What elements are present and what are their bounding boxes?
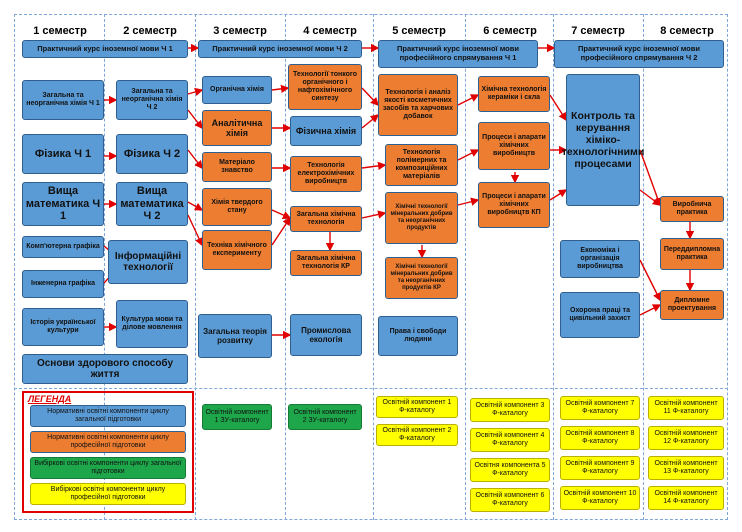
- electives-divider: [14, 388, 728, 389]
- legend-title: ЛЕГЕНДА: [28, 394, 72, 404]
- course-fine-synth: Технології тонкого органічного і нафтохі…: [288, 64, 362, 110]
- course-eng-graphics: Інженерна графіка: [22, 270, 104, 298]
- course-physics1: Фізика Ч 1: [22, 134, 104, 174]
- semester-header-5: 5 семестр: [392, 25, 446, 37]
- course-cosmetics: Технологія і аналіз якості косметичних з…: [378, 74, 458, 136]
- elective-f14: Освітній компонент 14 Ф-каталогу: [648, 486, 724, 510]
- course-chem2: Загальна та неорганічна хімія Ч 2: [116, 80, 188, 120]
- elective-f13: Освітній компонент 13 Ф-каталогу: [648, 456, 724, 480]
- semester-header-6: 6 семестр: [483, 25, 537, 37]
- course-lang-prof2: Практичний курс іноземної мови професійн…: [554, 40, 724, 68]
- legend-item-elective-professional: Вибіркові освітні компоненти циклу профе…: [30, 483, 186, 505]
- course-math1: Вища математика Ч 1: [22, 182, 104, 226]
- course-physics2: Фізика Ч 2: [116, 134, 188, 174]
- elective-zv1: Освітній компонент 1 ЗУ-каталогу: [202, 404, 272, 430]
- elective-f6: Освітній компонент 6 Ф-каталогу: [470, 488, 550, 512]
- course-electrochem: Технологія електрохімічних виробництв: [290, 156, 362, 192]
- course-fertilizers: Хімічні технології мінеральних добрив та…: [385, 192, 458, 244]
- course-polymers: Технологія полімерних та композиційних м…: [385, 144, 458, 186]
- semester-header-2: 2 семестр: [123, 25, 177, 37]
- course-gen-chem-tech: Загальна хімічна технологія: [290, 206, 362, 232]
- elective-f3: Освітній компонент 3 Ф-каталогу: [470, 398, 550, 422]
- course-materials: Матеріало знавство: [202, 152, 272, 182]
- semester-divider: [195, 14, 196, 520]
- semester-divider: [104, 14, 105, 520]
- course-apparatus-kp: Процеси і апарати хімічних виробництв КП: [478, 182, 550, 228]
- course-fertilizers-kr: Хімічні технології мінеральних добрив та…: [385, 257, 458, 299]
- elective-f7: Освітній компонент 7 Ф-каталогу: [560, 396, 640, 420]
- course-solid: Хімія твердого стану: [202, 188, 272, 226]
- semester-header-8: 8 семестр: [660, 25, 714, 37]
- semester-header-4: 4 семестр: [303, 25, 357, 37]
- course-ceramics: Хімічна технологія кераміки і скла: [478, 76, 550, 112]
- course-health: Основи здорового способу життя: [22, 354, 188, 384]
- course-culture: Культура мови та ділове мовлення: [116, 300, 188, 348]
- course-prediploma: Переддипломна практика: [660, 238, 724, 270]
- legend-item-general: Нормативні освітні компоненти циклу зага…: [30, 405, 186, 427]
- course-phys-chem: Фізична хімія: [290, 116, 362, 146]
- elective-f2: Освітній компонент 2 Ф-каталогу: [376, 424, 458, 446]
- semester-divider: [373, 14, 374, 520]
- diagram-frame: [14, 14, 728, 520]
- elective-f5: Освітня компонента 5 Ф-каталогу: [470, 458, 550, 482]
- course-comp-graphics: Комп'ютерна графіка: [22, 236, 104, 258]
- course-technique: Техніка хімічного експерименту: [202, 230, 272, 270]
- course-control: Контроль та керування хіміко-технологічн…: [562, 74, 644, 206]
- course-apparatus: Процеси і апарати хімічних виробництв: [478, 122, 550, 170]
- course-math2: Вища математика Ч 2: [116, 182, 188, 226]
- course-lang1: Практичний курс іноземної мови Ч 1: [22, 40, 188, 58]
- course-ecology: Промислова екологія: [290, 314, 362, 356]
- course-diploma: Дипломне проектування: [660, 290, 724, 320]
- course-rights: Права і свободи людини: [378, 316, 458, 356]
- elective-f4: Освітній компонент 4 Ф-каталогу: [470, 428, 550, 452]
- elective-f10: Освітній компонент 10 Ф-каталогу: [560, 486, 640, 510]
- course-it: Інформаційні технології: [108, 240, 188, 284]
- elective-f1: Освітній компонент 1 Ф-каталогу: [376, 396, 458, 418]
- semester-divider: [553, 14, 554, 520]
- course-chem1: Загальна та неорганічна хімія Ч 1: [22, 80, 104, 120]
- legend-item-professional: Нормативні освітні компоненти циклу проф…: [30, 431, 186, 453]
- semester-header-7: 7 семестр: [571, 25, 625, 37]
- elective-f11: Освітній компонент 11 Ф-каталогу: [648, 396, 724, 420]
- semester-divider: [285, 14, 286, 520]
- elective-zv2: Освітній компонент 2 ЗУ-каталогу: [288, 404, 362, 430]
- course-lang-prof1: Практичний курс іноземної мови професійн…: [378, 40, 538, 68]
- course-gen-chem-tech-kr: Загальна хімічна технологія КР: [290, 250, 362, 276]
- elective-f9: Освітній компонент 9 Ф-каталогу: [560, 456, 640, 480]
- legend-item-elective-general: Вибіркові освітні компоненти циклу загал…: [30, 457, 186, 479]
- course-analytic: Аналітична хімія: [202, 110, 272, 146]
- course-theory: Загальна теорія розвитку: [198, 314, 272, 358]
- legend: ЛЕГЕНДА Нормативні освітні компоненти ци…: [22, 391, 194, 513]
- semester-header-3: 3 семестр: [213, 25, 267, 37]
- semester-header-1: 1 семестр: [33, 25, 87, 37]
- course-organic: Органічна хімія: [202, 76, 272, 104]
- semester-divider: [465, 14, 466, 520]
- course-practice: Виробнича практика: [660, 196, 724, 222]
- course-lang2: Практичний курс іноземної мови Ч 2: [198, 40, 362, 58]
- course-safety: Охорона праці та цивільний захист: [560, 292, 640, 338]
- elective-f12: Освітній компонент 12 Ф-каталогу: [648, 426, 724, 450]
- course-history: Історія української культури: [22, 308, 104, 346]
- course-economics: Економіка і організація виробництва: [560, 240, 640, 278]
- elective-f8: Освітній компонент 8 Ф-каталогу: [560, 426, 640, 450]
